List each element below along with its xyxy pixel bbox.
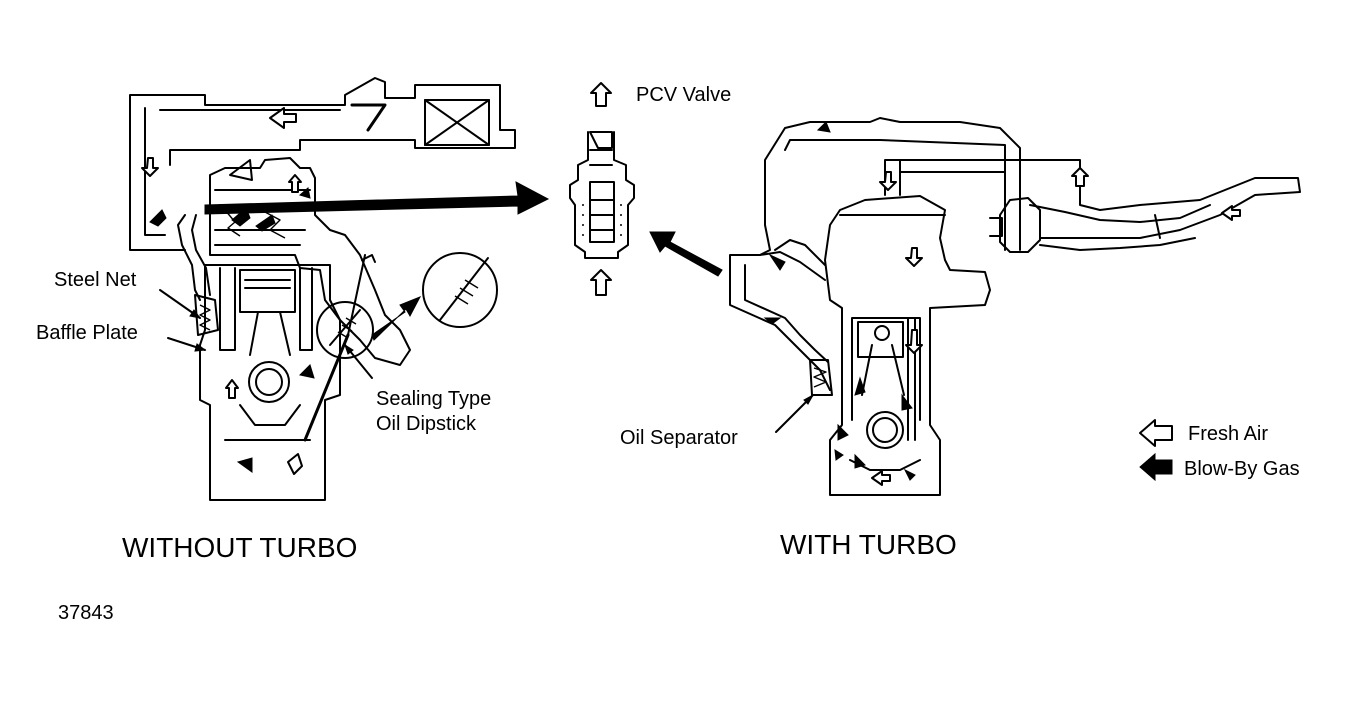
legend-blow-by-gas: Blow-By Gas: [1184, 458, 1300, 480]
pcv-valve-part: [569, 82, 635, 296]
caption-with-turbo: WITH TURBO: [780, 529, 957, 560]
blow-by-gas-solid-arrow-icon: [1139, 452, 1173, 482]
oil-separator-label: Oil Separator: [620, 427, 738, 449]
pcv-up-arrow-icon: [590, 82, 612, 107]
steel-net-label: Steel Net: [54, 269, 137, 291]
pcv-valve-label: PCV Valve: [636, 84, 731, 106]
engine-with-turbo: [729, 117, 1301, 496]
figure-number: 37843: [58, 602, 114, 624]
caption-without-turbo: WITHOUT TURBO: [122, 532, 357, 563]
blow-by-arrow-from-turbo: [649, 231, 723, 277]
legend-fresh-air: Fresh Air: [1188, 423, 1268, 445]
fresh-air-hollow-arrow-icon: [1139, 419, 1173, 447]
legend: Fresh Air Blow-By Gas: [1139, 419, 1300, 482]
blow-by-arrow-to-pcv: [204, 181, 550, 215]
baffle-plate-label: Baffle Plate: [36, 322, 138, 344]
sealing-type-label: Sealing Type: [376, 388, 491, 410]
oil-dipstick-label: Oil Dipstick: [376, 413, 477, 435]
engine-without-turbo: [129, 77, 516, 501]
leader-lines: [159, 289, 815, 433]
